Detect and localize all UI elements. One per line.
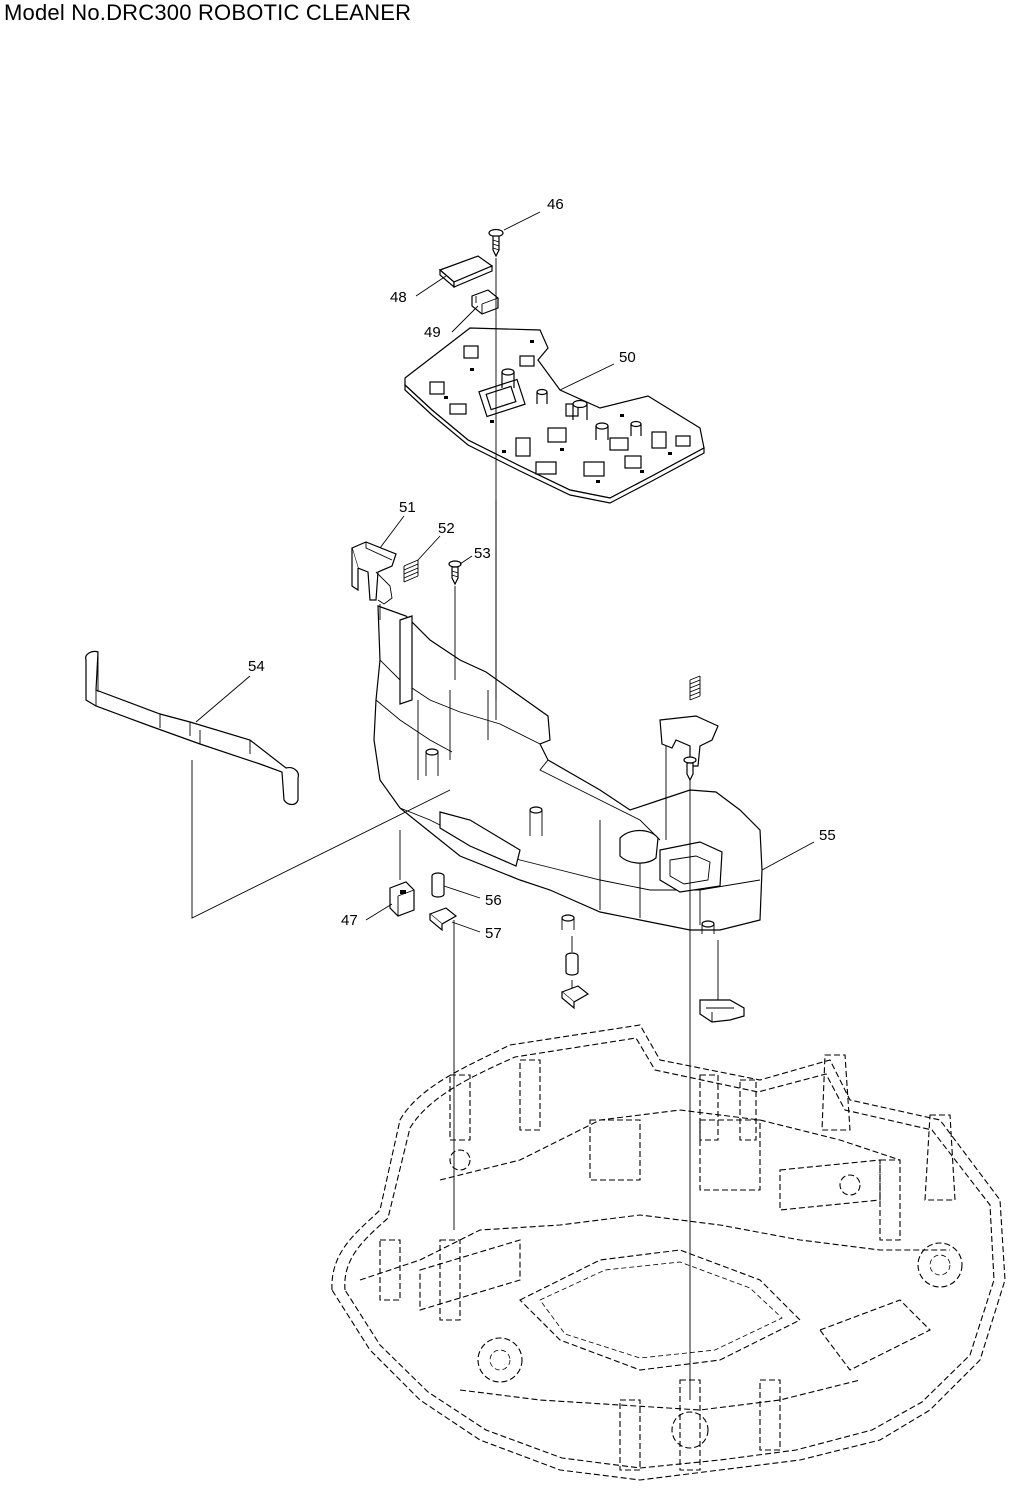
assembly-lines (191, 258, 719, 1400)
callout-49: 49 (424, 324, 441, 341)
callout-55: 55 (819, 827, 836, 844)
callout-46: 46 (547, 196, 564, 213)
switch-right (699, 999, 745, 1023)
callout-52: 52 (438, 520, 455, 537)
bracket-lower (560, 985, 590, 1010)
callout-48: 48 (390, 289, 407, 306)
part-46-screw (488, 228, 504, 258)
callout-47: 47 (341, 912, 358, 929)
part-50-circuit-board (404, 327, 705, 504)
callout-57: 57 (485, 925, 502, 942)
callout-50: 50 (619, 349, 636, 366)
page-title: Model No.DRC300 ROBOTIC CLEANER (4, 0, 412, 25)
part-54-bumper-strip (85, 650, 299, 806)
callout-56: 56 (485, 892, 502, 909)
part-56-rubber-foot (431, 872, 445, 898)
callout-51: 51 (399, 499, 416, 516)
callout-53: 53 (474, 545, 491, 562)
part-57-bracket (428, 907, 458, 932)
part-55-chassis-frame (373, 605, 763, 934)
part-47-switch (389, 881, 415, 917)
part-51-lever (351, 541, 397, 605)
base-housing-ghost (331, 1024, 1006, 1481)
callout-leaders (195, 211, 815, 933)
callout-labels: 46 47 48 49 50 51 52 53 54 55 56 57 (248, 196, 836, 942)
part-53-screw (448, 560, 462, 586)
pcb-components (429, 340, 691, 483)
part-48-cable-connector (438, 255, 494, 289)
callout-54: 54 (248, 658, 265, 675)
part-49-connector (471, 289, 499, 315)
part-52-spring (403, 559, 419, 583)
rubber-foot-lower (565, 952, 579, 976)
